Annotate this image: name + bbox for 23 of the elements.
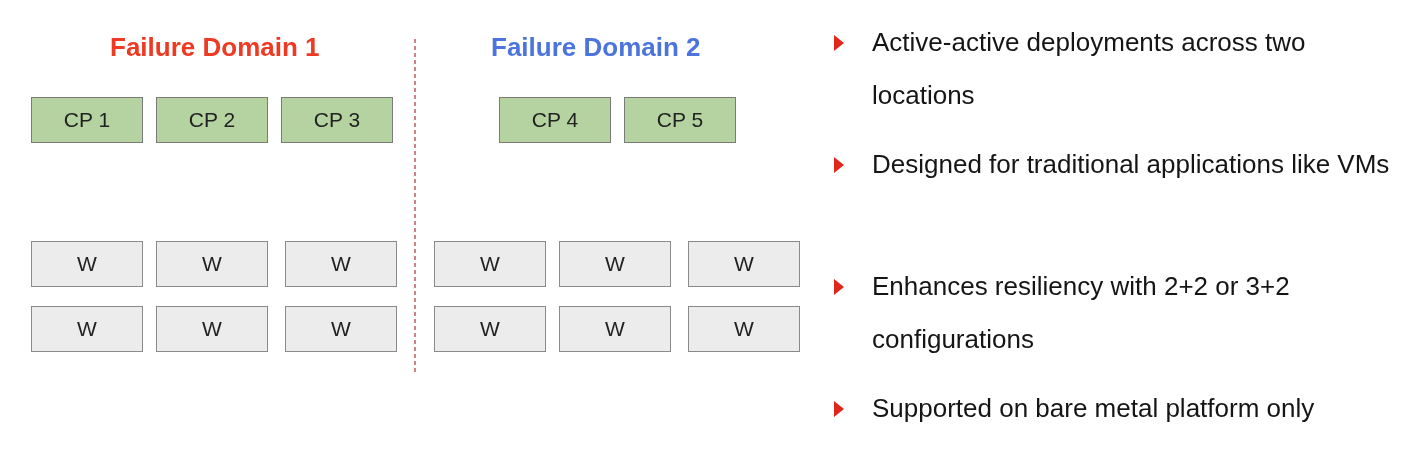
worker-box: W xyxy=(156,306,268,352)
bullet-text: Designed for traditional applications like VMs xyxy=(872,148,1391,181)
worker-box: W xyxy=(285,241,397,287)
worker-box: W xyxy=(559,241,671,287)
bullet-text: Enhances resiliency with 2+2 or 3+2 configurations xyxy=(872,270,1291,356)
domain-heading: Failure Domain 1 xyxy=(110,32,320,63)
control-plane-box: CP 5 xyxy=(624,97,736,143)
control-plane-box: CP 1 xyxy=(31,97,143,143)
worker-box: W xyxy=(434,241,546,287)
control-plane-box: CP 3 xyxy=(281,97,393,143)
domain-heading: Failure Domain 2 xyxy=(491,32,701,63)
control-plane-box: CP 2 xyxy=(156,97,268,143)
control-plane-box: CP 4 xyxy=(499,97,611,143)
worker-box: W xyxy=(559,306,671,352)
worker-box: W xyxy=(31,241,143,287)
bullet-text: Active-active deployments across two locations xyxy=(872,26,1307,112)
worker-box: W xyxy=(688,306,800,352)
worker-box: W xyxy=(434,306,546,352)
worker-box: W xyxy=(688,241,800,287)
worker-box: W xyxy=(156,241,268,287)
worker-box: W xyxy=(285,306,397,352)
bullet-text: Supported on bare metal platform only xyxy=(872,392,1316,425)
worker-box: W xyxy=(31,306,143,352)
